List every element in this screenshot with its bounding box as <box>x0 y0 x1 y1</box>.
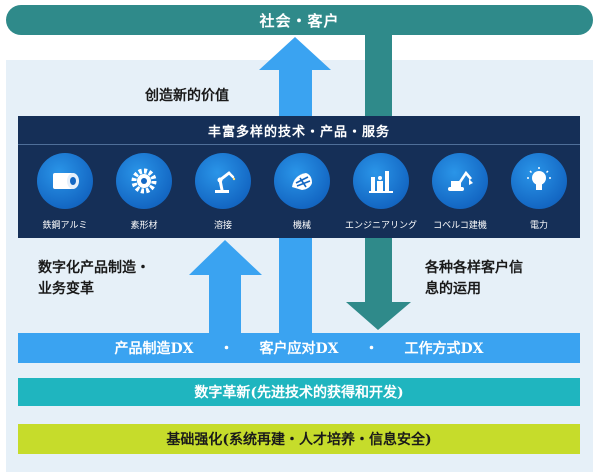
dx-workstyle: 工作方式DX <box>404 341 484 357</box>
category-label: 溶接 <box>213 221 232 231</box>
lightbulb-icon <box>511 153 567 209</box>
create-value-caption: 创造新的价值 <box>145 88 229 104</box>
category-label: 鉄鋼アルミ <box>42 221 88 231</box>
panel-divider <box>18 144 580 145</box>
category-label: コベルコ建機 <box>433 221 487 231</box>
category-construction-machinery: コベルコ建機 <box>420 153 500 231</box>
foundation-bar: 基础强化(系统再建・人才培养・信息安全) <box>18 424 580 454</box>
society-customer-label: 社会・客户 <box>259 11 340 30</box>
digital-innovation-bar: 数字革新(先进技术的获得和开发) <box>18 378 580 406</box>
plant-icon <box>353 153 409 209</box>
category-materials: 素形材 <box>104 153 184 231</box>
category-machinery: 機械 <box>262 153 342 231</box>
dx-manufacturing: 产品制造DX <box>114 341 194 357</box>
steel-coil-icon <box>37 153 93 209</box>
customer-info-caption: 各种各样客户信 息的运用 <box>425 258 523 300</box>
caption-line: 数字化产品制造・ <box>38 260 150 276</box>
machinery-icon <box>274 153 330 209</box>
category-label: 機械 <box>292 221 311 231</box>
category-label: 電力 <box>529 221 548 231</box>
panel-title: 丰富多样的技术・产品・服务 <box>207 124 390 140</box>
manufacturing-transformation-caption: 数字化产品制造・ 业务变革 <box>38 258 150 300</box>
caption-line: 息的运用 <box>425 281 481 297</box>
welding-robot-icon <box>195 153 251 209</box>
foundation-label: 基础强化(系统再建・人才培养・信息安全) <box>166 432 432 448</box>
caption-line: 业务变革 <box>38 281 94 297</box>
up-arrow-manufacturing <box>189 240 262 333</box>
technology-products-panel: 丰富多样的技术・产品・服务 鉄鋼アルミ 素形材 <box>18 116 580 238</box>
category-engineering: エンジニアリング <box>341 153 421 231</box>
category-welding: 溶接 <box>183 153 263 231</box>
excavator-icon <box>432 153 488 209</box>
dx-customer: 客户应对DX <box>259 341 339 357</box>
dx-bar: 产品制造DX ・ 客户应对DX ・ 工作方式DX <box>18 333 580 363</box>
category-steel-aluminum: 鉄鋼アルミ <box>25 153 105 231</box>
category-electric-power: 電力 <box>499 153 579 231</box>
gear-icon <box>116 153 172 209</box>
dx-separator: ・ <box>364 341 379 357</box>
category-label: エンジニアリング <box>344 221 417 231</box>
society-customer-bar: 社会・客户 <box>6 5 593 35</box>
category-label: 素形材 <box>130 221 158 231</box>
caption-line: 各种各样客户信 <box>425 260 523 276</box>
digital-innovation-label: 数字革新(先进技术的获得和开发) <box>194 385 404 401</box>
dx-separator: ・ <box>219 341 234 357</box>
